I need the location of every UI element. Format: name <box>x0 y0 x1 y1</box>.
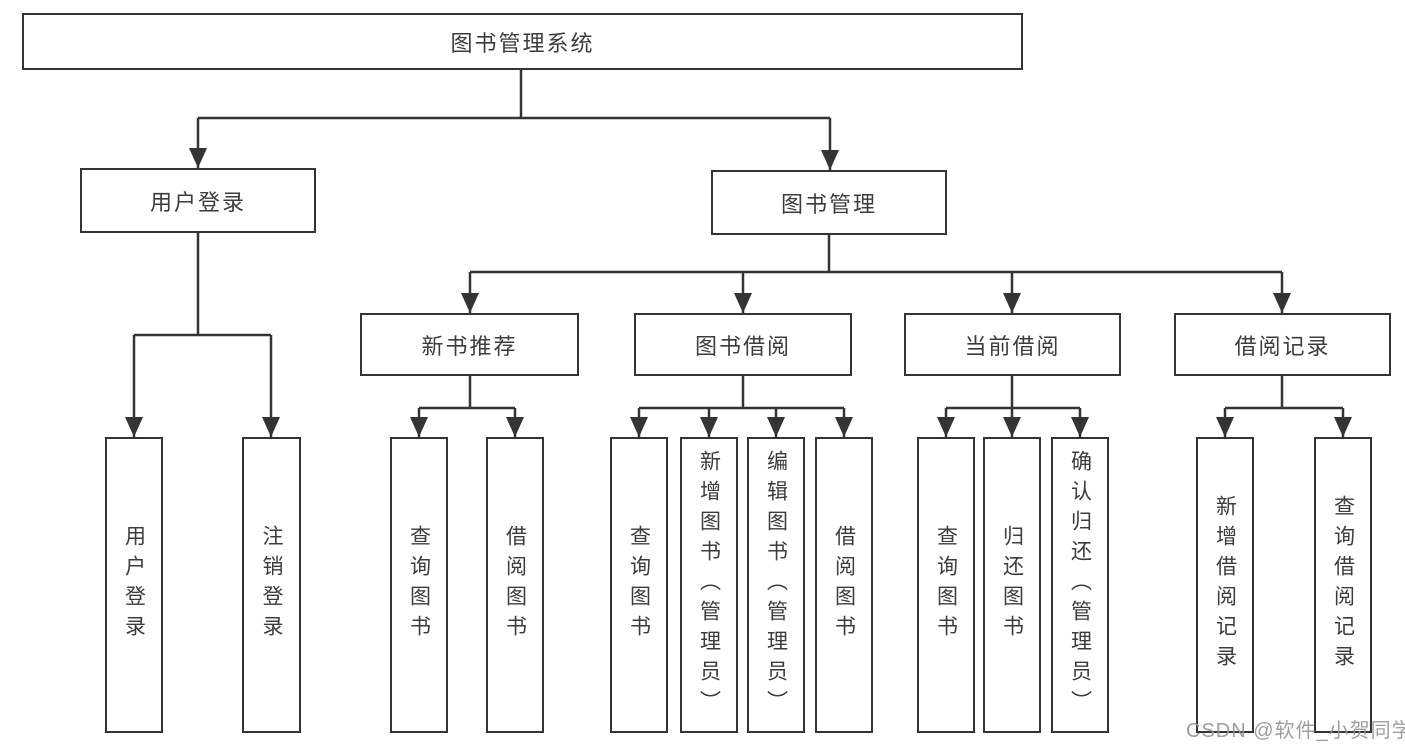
leaf-query-borrow-record: 查询借阅记录 <box>1314 437 1372 733</box>
node-label: 用户登录 <box>149 189 246 215</box>
leaf-label: 查询借阅记录 <box>1331 495 1355 675</box>
leaf-label: 查询图书 <box>934 525 958 645</box>
leaf-label: 借阅图书 <box>503 525 527 645</box>
node-new-book-recommendation: 新书推荐 <box>360 313 579 376</box>
node-book-borrowing: 图书借阅 <box>634 313 852 376</box>
leaf-add-borrow-record: 新增借阅记录 <box>1196 437 1254 733</box>
leaf-edit-book-admin: 编辑图书（管理员） <box>747 437 805 733</box>
leaf-label: 新增借阅记录 <box>1213 495 1237 675</box>
leaf-query-books-current: 查询图书 <box>917 437 975 733</box>
leaf-label: 用户登录 <box>122 525 146 645</box>
csdn-watermark: CSDN @软件_小贺同学 <box>1186 720 1405 742</box>
leaf-add-book-admin: 新增图书（管理员） <box>680 437 738 733</box>
node-label: 图书管理 <box>780 191 877 217</box>
leaf-return-books: 归还图书 <box>983 437 1041 733</box>
node-label: 图书管理系统 <box>450 30 595 56</box>
leaf-logout: 注销登录 <box>242 437 301 733</box>
node-book-management: 图书管理 <box>711 170 947 235</box>
node-label: 借阅记录 <box>1234 333 1331 359</box>
connector-current-borrow-branch <box>937 376 1089 437</box>
leaf-label: 注销登录 <box>260 525 283 645</box>
node-library-management-system: 图书管理系统 <box>22 13 1023 70</box>
leaf-user-login: 用户登录 <box>105 437 163 733</box>
leaf-confirm-return-admin: 确认归还（管理员） <box>1051 437 1109 733</box>
leaf-borrow-books-recommend: 借阅图书 <box>486 437 544 733</box>
leaf-label: 编辑图书（管理员） <box>764 450 788 720</box>
leaf-query-books-borrow: 查询图书 <box>610 437 668 733</box>
leaf-label: 借阅图书 <box>832 525 856 645</box>
connector-book-management-branch <box>461 235 1291 313</box>
node-user-login: 用户登录 <box>80 168 316 233</box>
leaf-label: 查询图书 <box>407 525 431 645</box>
connector-root-to-level2 <box>189 70 839 170</box>
connector-borrow-records-branch <box>1216 376 1352 437</box>
leaf-borrow-books: 借阅图书 <box>815 437 873 733</box>
leaf-query-books-recommend: 查询图书 <box>390 437 448 733</box>
connector-book-borrow-branch <box>630 376 853 437</box>
leaf-label: 确认归还（管理员） <box>1068 450 1092 720</box>
leaf-label: 查询图书 <box>627 525 651 645</box>
node-current-borrowing: 当前借阅 <box>904 313 1121 376</box>
connector-user-login-branch <box>125 233 280 437</box>
node-label: 新书推荐 <box>421 333 518 359</box>
node-borrow-records: 借阅记录 <box>1174 313 1391 376</box>
leaf-label: 新增图书（管理员） <box>697 450 721 720</box>
node-label: 图书借阅 <box>694 333 791 359</box>
node-label: 当前借阅 <box>964 333 1061 359</box>
connector-new-book-branch <box>410 376 524 437</box>
leaf-label: 归还图书 <box>1000 525 1024 645</box>
